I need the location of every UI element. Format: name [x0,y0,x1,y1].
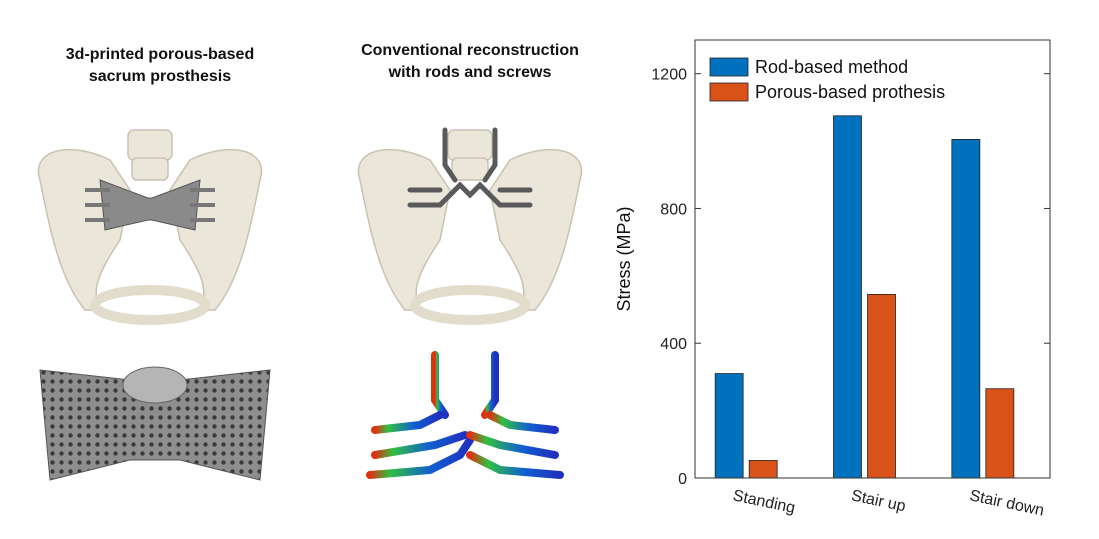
y-axis-title: Stress (MPa) [614,206,634,311]
legend-label: Porous-based prothesis [755,82,945,102]
x-tick-label: Stair down [968,487,1045,519]
legend-swatch [709,57,749,77]
y-tick-label: 1200 [651,67,687,84]
plot-area-frame [694,39,1051,479]
y-ticks: 0 400 800 1200 [651,67,1050,488]
y-tick-label: 800 [660,201,687,218]
y-tick-label: 400 [660,336,687,353]
legend-swatch [709,82,749,102]
middle-panel-title: Conventional reconstruction with rods an… [361,42,579,81]
stress-bar-chart: 0 400 800 1200 Standing Stair up Stair down R… [614,39,1051,520]
x-tick-label: Standing [731,487,796,517]
bar-porous-based-prothesis-stair-up [867,293,896,479]
x-tick-label: Stair up [850,487,908,515]
bars-layer [714,115,1015,479]
legend-label: Rod-based method [755,57,908,77]
bar-rod-based-method-standing [714,373,744,479]
left-panel-title: 3d-printed porous-based sacrum prosthesi… [65,46,255,85]
rod-stress-illustration [366,351,564,479]
y-tick-label: 0 [678,471,687,488]
bar-porous-based-prothesis-standing [748,460,778,479]
pelvis-porous-illustration [37,129,263,325]
porous-lattice-illustration [39,366,271,481]
x-tick-labels: Standing Stair up Stair down [731,487,1045,519]
bar-rod-based-method-stair-up [833,115,862,479]
bar-porous-based-prothesis-stair-down [985,388,1015,479]
pelvis-rods-illustration [357,127,583,325]
bar-rod-based-method-stair-down [951,138,981,479]
